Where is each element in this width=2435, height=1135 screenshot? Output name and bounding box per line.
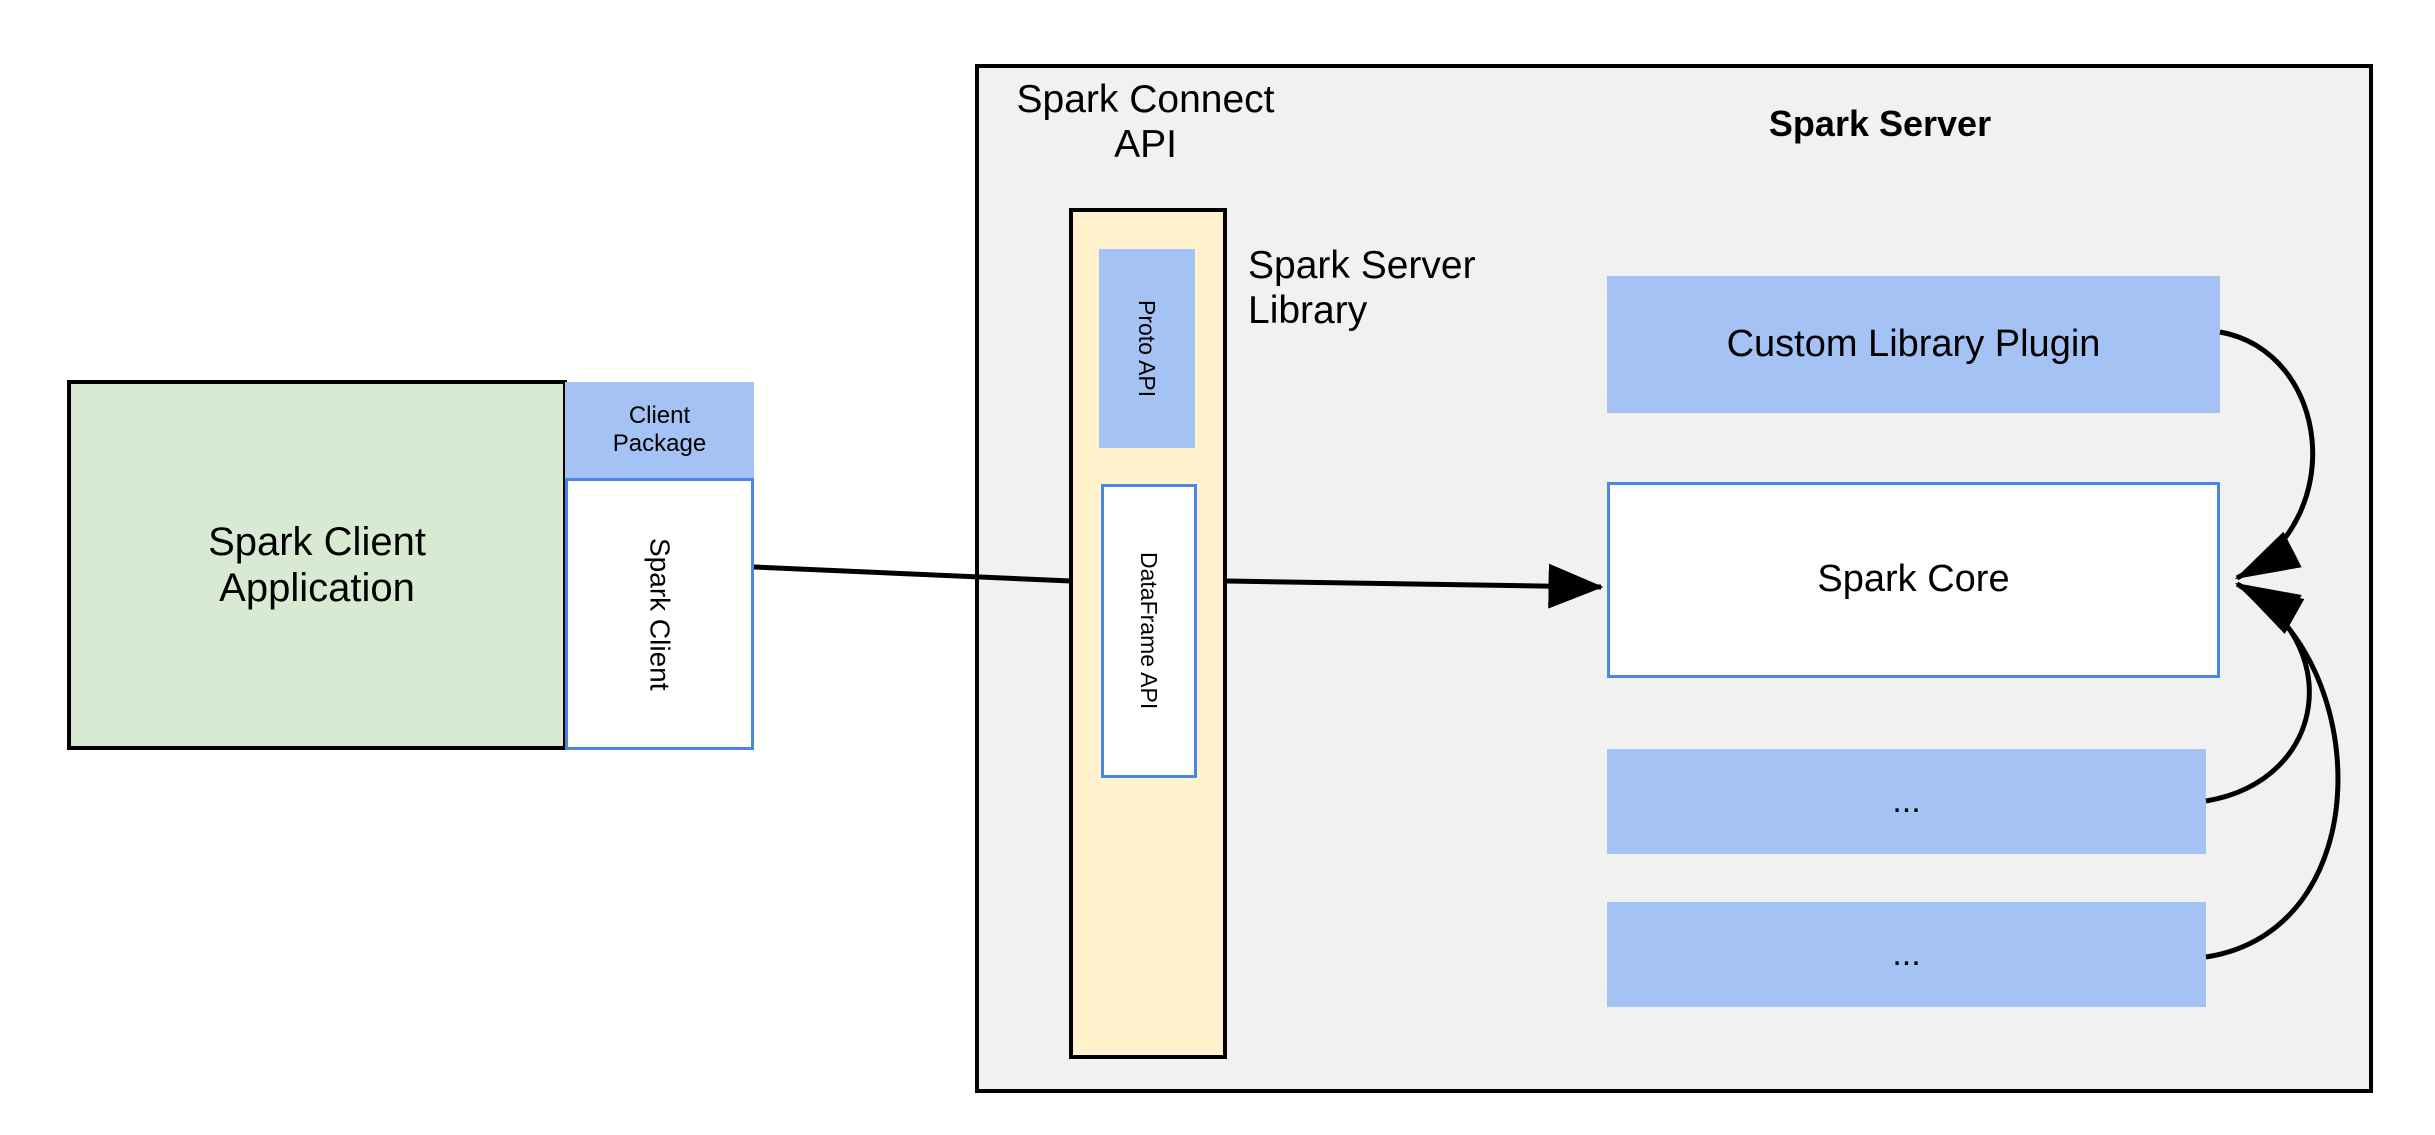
proto-api-label: Proto API — [1134, 299, 1161, 398]
spark-server-library-label: Spark Server Library — [1248, 244, 1548, 354]
spark-core-box[interactable]: Spark Core — [1607, 482, 2220, 678]
spark-connect-api-label: Spark Connect API — [1003, 68, 1288, 173]
spark-client-application-line2: Application — [219, 566, 415, 610]
spark-client-box[interactable]: Spark Client — [565, 478, 754, 750]
spark-connect-api-label-line2: API — [1114, 122, 1177, 166]
dataframe-api-label: DataFrame API — [1136, 552, 1163, 710]
spark-server-title: Spark Server — [1768, 103, 1992, 145]
ellipsis-box-2[interactable]: ... — [1607, 902, 2206, 1007]
client-package-line2: Package — [612, 430, 707, 457]
custom-library-plugin-box[interactable]: Custom Library Plugin — [1607, 276, 2220, 413]
spark-server-library-label-line2: Library — [1248, 288, 1368, 332]
spark-client-application-line1: Spark Client — [208, 520, 426, 564]
client-package-line1: Client — [628, 402, 691, 430]
spark-connect-api-label-line1: Spark Connect — [1016, 77, 1275, 121]
ellipsis-box-1[interactable]: ... — [1607, 749, 2206, 854]
proto-api-box[interactable]: Proto API — [1099, 249, 1195, 448]
client-package-box[interactable]: Client Package — [565, 382, 754, 478]
spark-server-library-label-line1: Spark Server — [1248, 244, 1476, 287]
spark-client-label: Spark Client — [644, 537, 676, 691]
dataframe-api-box[interactable]: DataFrame API — [1101, 484, 1197, 778]
spark-client-application-box[interactable]: Spark Client Application — [67, 380, 567, 750]
